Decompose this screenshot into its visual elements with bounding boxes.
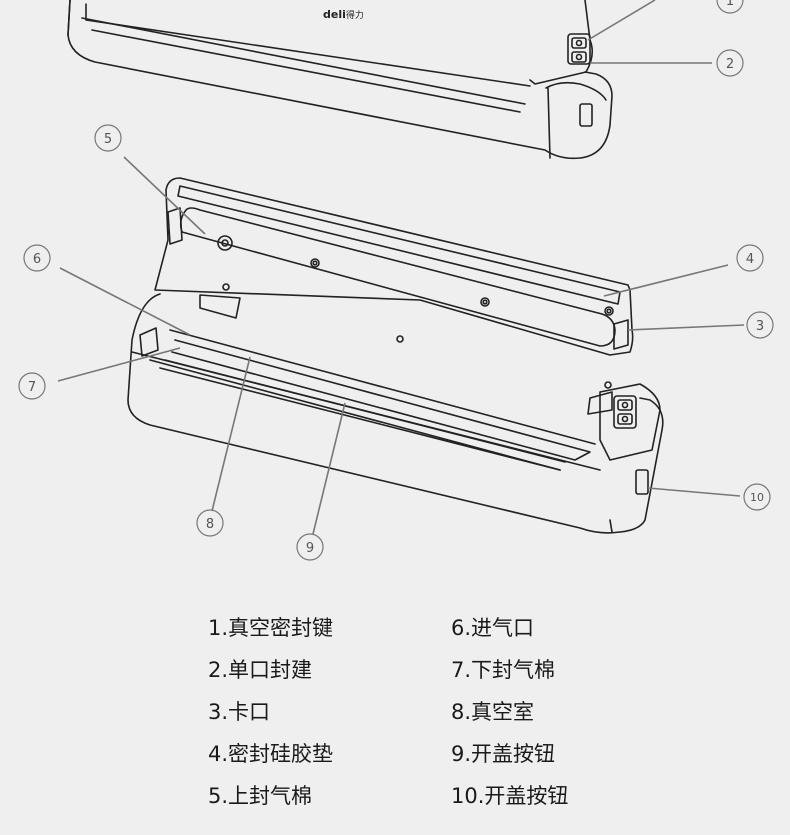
callout-4-label: 4 [746,252,754,267]
leader-lines [57,0,745,535]
parts-legend: 1.真空密封键 6.进气口 2.单口封建 7.下封气棉 3.卡口 8.真空室 4… [208,612,651,812]
legend-item-6: 6.进气口 [451,616,535,640]
callout-4: 4 [736,244,764,272]
open-device-lid [154,177,634,389]
svg-text:deli得力: deli得力 [323,8,364,21]
callout-3-label: 3 [756,319,764,334]
legend-item-4: 4.密封硅胶垫 [208,742,334,766]
legend-item-3: 3.卡口 [208,700,271,724]
callout-2-label: 2 [726,57,734,72]
callout-9-label: 9 [306,541,314,556]
callout-2: 2 [716,49,744,77]
callout-10-label: 10 [750,491,764,504]
callout-8-label: 8 [206,517,214,532]
callout-5-label: 5 [104,132,112,147]
callout-7-label: 7 [28,380,36,395]
legend-item-8: 8.真空室 [451,700,535,724]
callout-1-label: 1 [726,0,734,9]
closed-device-illustration [67,0,613,160]
legend-item-2: 2.单口封建 [208,658,313,682]
legend-item-10: 10.开盖按钮 [451,784,569,808]
legend-item-7: 7.下封气棉 [451,658,556,682]
callout-5: 5 [94,124,122,152]
legend-item-1: 1.真空密封键 [208,616,334,640]
product-diagram: deli得力 [18,0,774,561]
callout-8: 8 [196,509,224,537]
callout-6-label: 6 [33,252,41,267]
callout-10: 10 [743,483,771,511]
callout-7: 7 [18,372,46,400]
open-device-base [127,293,664,534]
callout-3: 3 [746,311,774,339]
callout-6: 6 [23,244,51,272]
callout-9: 9 [296,533,324,561]
callout-1: 1 [716,0,744,14]
legend-item-9: 9.开盖按钮 [451,742,556,766]
legend-item-5: 5.上封气棉 [208,784,313,808]
